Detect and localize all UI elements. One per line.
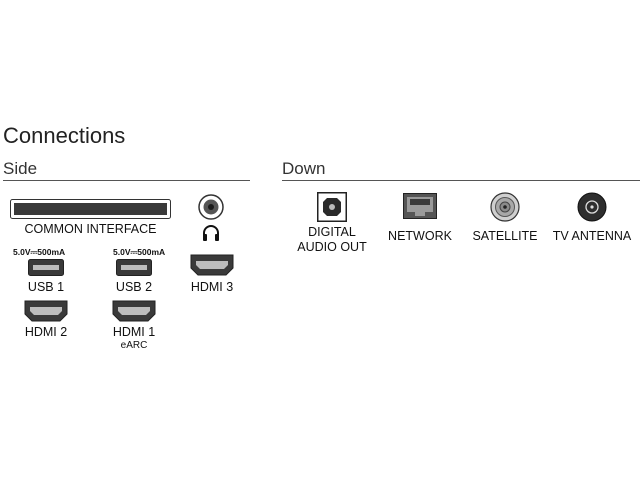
usb1-spec: 5.0V⎓500mA bbox=[13, 247, 66, 257]
digital-audio-label-line1: DIGITAL bbox=[308, 225, 356, 239]
hdmi2-label: HDMI 2 bbox=[24, 325, 68, 339]
side-divider bbox=[3, 180, 250, 181]
hdmi1-earc-label: eARC bbox=[120, 340, 148, 351]
usb1-label: USB 1 bbox=[27, 280, 65, 294]
hdmi3-port-icon bbox=[190, 254, 234, 276]
down-section-title: Down bbox=[282, 159, 326, 178]
satellite-label: SATELLITE bbox=[472, 229, 538, 243]
common-interface-slot-icon bbox=[10, 199, 171, 219]
optical-audio-port-icon bbox=[317, 192, 347, 222]
network-port-icon bbox=[403, 193, 437, 219]
tv-antenna-label: TV ANTENNA bbox=[552, 229, 632, 243]
usb2-label: USB 2 bbox=[115, 280, 153, 294]
satellite-port-icon bbox=[490, 192, 520, 222]
usb1-port-icon bbox=[28, 259, 64, 276]
tv-antenna-port-icon bbox=[577, 192, 607, 222]
digital-audio-label-line2: AUDIO OUT bbox=[297, 240, 367, 254]
hdmi3-label: HDMI 3 bbox=[190, 280, 234, 294]
headphone-icon bbox=[201, 224, 221, 242]
page-title: Connections bbox=[3, 123, 126, 148]
hdmi1-label: HDMI 1 bbox=[112, 325, 156, 339]
hdmi2-port-icon bbox=[24, 300, 68, 322]
usb2-port-icon bbox=[116, 259, 152, 276]
usb2-spec: 5.0V⎓500mA bbox=[113, 247, 166, 257]
hdmi1-port-icon bbox=[112, 300, 156, 322]
headphone-jack-icon bbox=[198, 194, 224, 220]
side-section-title: Side bbox=[3, 159, 38, 178]
down-divider bbox=[282, 180, 640, 181]
network-label: NETWORK bbox=[388, 229, 452, 243]
common-interface-label: COMMON INTERFACE bbox=[24, 222, 157, 236]
